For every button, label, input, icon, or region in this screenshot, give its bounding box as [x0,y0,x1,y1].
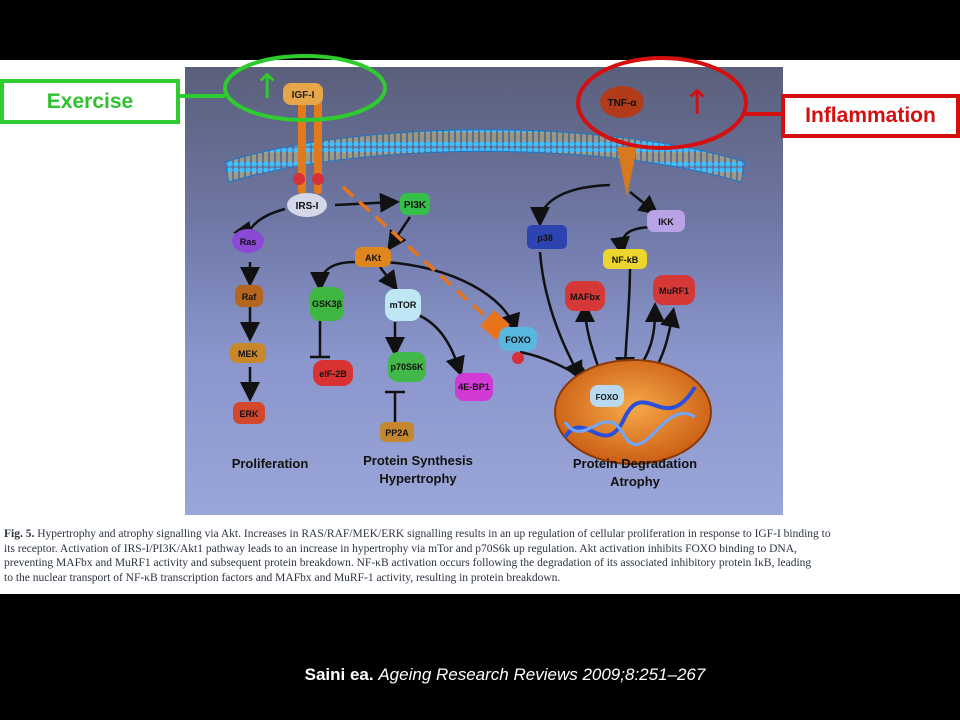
svg-text:IRS-I: IRS-I [296,201,319,212]
svg-text:Ras: Ras [240,237,257,247]
node-igf: IGF-I [283,83,323,105]
node-mek: MEK [230,343,266,363]
phospho-1 [293,173,305,185]
node-pp2a: PP2A [380,422,414,442]
label-hypertrophy: Hypertrophy [379,471,457,486]
node-p38: p38 [527,225,567,249]
svg-text:MEK: MEK [238,349,259,359]
akt-signalling-figure: IGF-I TNF-α IRS-I PI3K Ras Raf MEK ERK A… [185,67,783,515]
citation-journal: Ageing Research Reviews 2009;8:251–267 [378,665,706,684]
node-ras: Ras [232,229,264,253]
svg-text:IKK: IKK [658,217,674,227]
citation-author: Saini ea. [304,665,374,684]
svg-text:eIF-2B: eIF-2B [319,369,347,379]
caption-line-1: Fig. 5. Hypertrophy and atrophy signalli… [4,528,831,540]
svg-text:mTOR: mTOR [390,300,417,310]
phospho-2 [312,173,324,185]
node-foxo: FOXO [499,327,537,351]
akt-foxo-inhibition [341,185,510,340]
exercise-label: Exercise [46,89,134,113]
igf-receptor-left [298,99,306,194]
caption-line-4: to the nuclear transport of NF-κB transc… [4,571,561,584]
node-pi3k: PI3K [400,193,430,215]
node-bp1: 4E-BP1 [455,373,493,401]
node-ikk: IKK [647,210,685,232]
svg-text:p38: p38 [537,233,553,243]
label-protein-degradation: Protein Degradation [573,456,697,471]
svg-text:NF-kB: NF-kB [612,255,639,265]
node-gsk: GSK3β [310,287,344,321]
citation: Saini ea. Ageing Research Reviews 2009;8… [0,665,960,685]
figure-caption: Fig. 5. Hypertrophy and atrophy signalli… [4,527,960,585]
node-irs: IRS-I [287,193,327,217]
node-raf: Raf [235,285,263,307]
igf-receptor-right [314,99,322,194]
inflammation-callout: Inflammation [781,94,960,138]
inflammation-up-arrow: ↑ [683,83,712,123]
svg-text:TNF-α: TNF-α [608,98,638,109]
svg-text:GSK3β: GSK3β [312,299,343,309]
node-murf: MuRF1 [653,275,695,305]
caption-line-3: preventing MAFbx and MuRF1 activity and … [4,557,812,570]
svg-text:PP2A: PP2A [385,428,409,438]
phospho-foxo [512,352,524,364]
node-eif: eIF-2B [313,360,353,386]
svg-text:AKt: AKt [365,253,381,263]
svg-text:FOXO: FOXO [596,393,619,402]
node-tnf: TNF-α [600,86,644,118]
inflammation-label: Inflammation [805,104,936,127]
svg-text:p70S6K: p70S6K [390,362,424,372]
exercise-up-arrow: ↑ [253,67,282,107]
label-atrophy: Atrophy [610,474,661,489]
node-mtor: mTOR [385,289,421,321]
svg-text:MuRF1: MuRF1 [659,286,689,296]
svg-text:ERK: ERK [239,409,259,419]
label-proliferation: Proliferation [232,456,309,471]
svg-text:PI3K: PI3K [404,200,427,211]
caption-line-2: its receptor. Activation of IRS-I/PI3K/A… [4,542,797,555]
svg-text:FOXO: FOXO [505,335,531,345]
label-protein-synthesis: Protein Synthesis [363,453,473,468]
nucleus [554,359,712,465]
svg-text:Raf: Raf [242,292,258,302]
tnf-receptor [617,147,637,197]
node-p70: p70S6K [388,352,426,382]
node-erk: ERK [233,402,265,424]
svg-text:MAFbx: MAFbx [570,292,600,302]
pathway-diagram: IGF-I TNF-α IRS-I PI3K Ras Raf MEK ERK A… [224,83,746,489]
node-foxo-nucleus: FOXO [590,385,624,407]
node-mafbx: MAFbx [565,281,605,311]
caption-fig-label: Fig. 5. [4,528,35,540]
svg-text:4E-BP1: 4E-BP1 [458,382,490,392]
node-akt: AKt [355,247,391,267]
svg-text:IGF-I: IGF-I [292,90,315,101]
dna-helix [563,385,697,439]
node-nfkb: NF-kB [603,249,647,269]
exercise-callout: Exercise [0,79,180,124]
